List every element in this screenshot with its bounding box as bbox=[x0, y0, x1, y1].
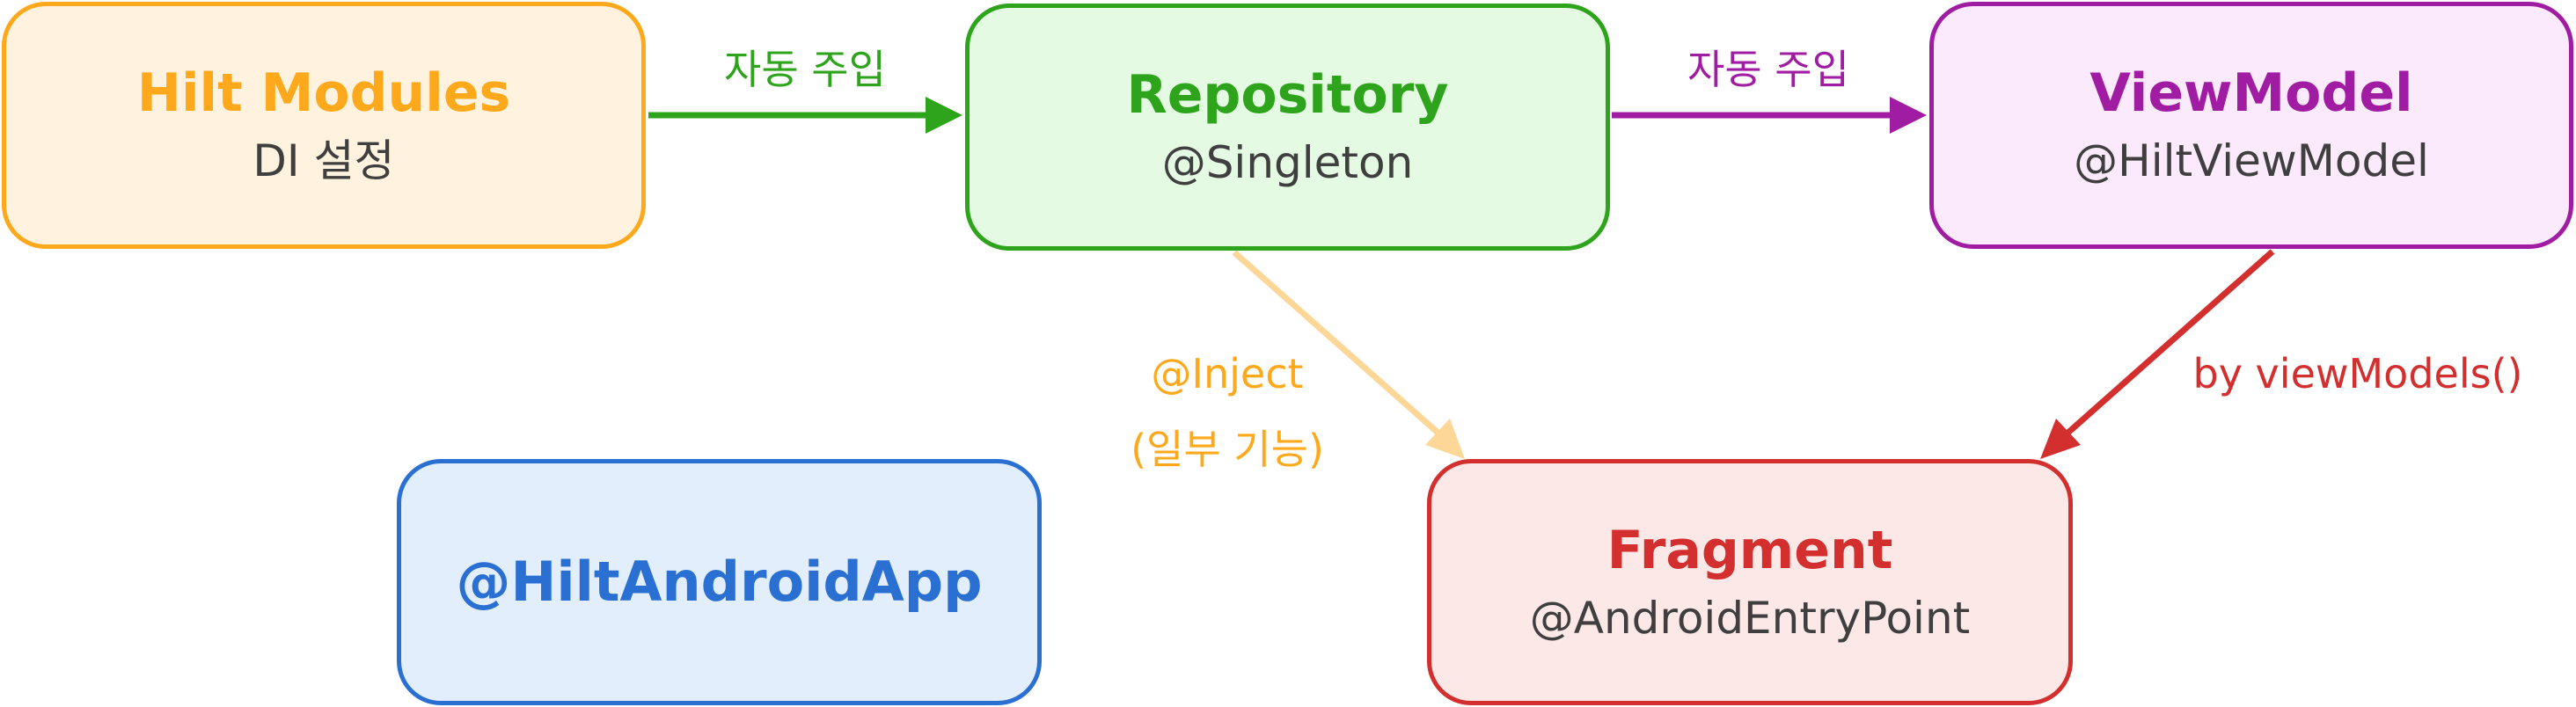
edge-label-inject: @Inject bbox=[1151, 350, 1304, 397]
repository-title: Repository bbox=[1126, 64, 1449, 127]
repository-node: Repository @Singleton bbox=[965, 4, 1610, 251]
arrowhead-modules-to-repository bbox=[926, 97, 962, 134]
arrow-repository-to-fragment bbox=[1232, 250, 1445, 440]
edge-label-by-viewmodels: by viewModels() bbox=[2192, 350, 2523, 397]
repository-subtitle: @Singleton bbox=[1161, 137, 1414, 189]
fragment-node: Fragment @AndroidEntryPoint bbox=[1427, 459, 2073, 705]
hilt-android-app-title: @HiltAndroidApp bbox=[456, 550, 983, 615]
arrowhead-repository-to-viewmodel bbox=[1890, 97, 1927, 134]
edge-label-repository-to-viewmodel: 자동 주입 bbox=[1687, 46, 1849, 93]
edge-label-partial-feature: (일부 기능) bbox=[1131, 426, 1324, 473]
hilt-modules-title: Hilt Modules bbox=[136, 62, 511, 125]
hilt-modules-subtitle: DI 설정 bbox=[252, 135, 395, 187]
viewmodel-subtitle: @HiltViewModel bbox=[2074, 135, 2429, 187]
fragment-subtitle: @AndroidEntryPoint bbox=[1529, 592, 1971, 644]
viewmodel-title: ViewModel bbox=[2089, 62, 2413, 125]
edge-label-modules-to-repository: 자동 주입 bbox=[724, 46, 886, 93]
hilt-android-app-node: @HiltAndroidApp bbox=[397, 459, 1042, 705]
viewmodel-node: ViewModel @HiltViewModel bbox=[1929, 2, 2573, 249]
arrowhead-viewmodel-to-fragment bbox=[2040, 419, 2081, 459]
arrowhead-repository-to-fragment bbox=[1425, 419, 1465, 459]
fragment-title: Fragment bbox=[1606, 519, 1893, 581]
arrow-viewmodel-to-fragment bbox=[2060, 249, 2275, 440]
hilt-modules-node: Hilt Modules DI 설정 bbox=[2, 2, 646, 249]
